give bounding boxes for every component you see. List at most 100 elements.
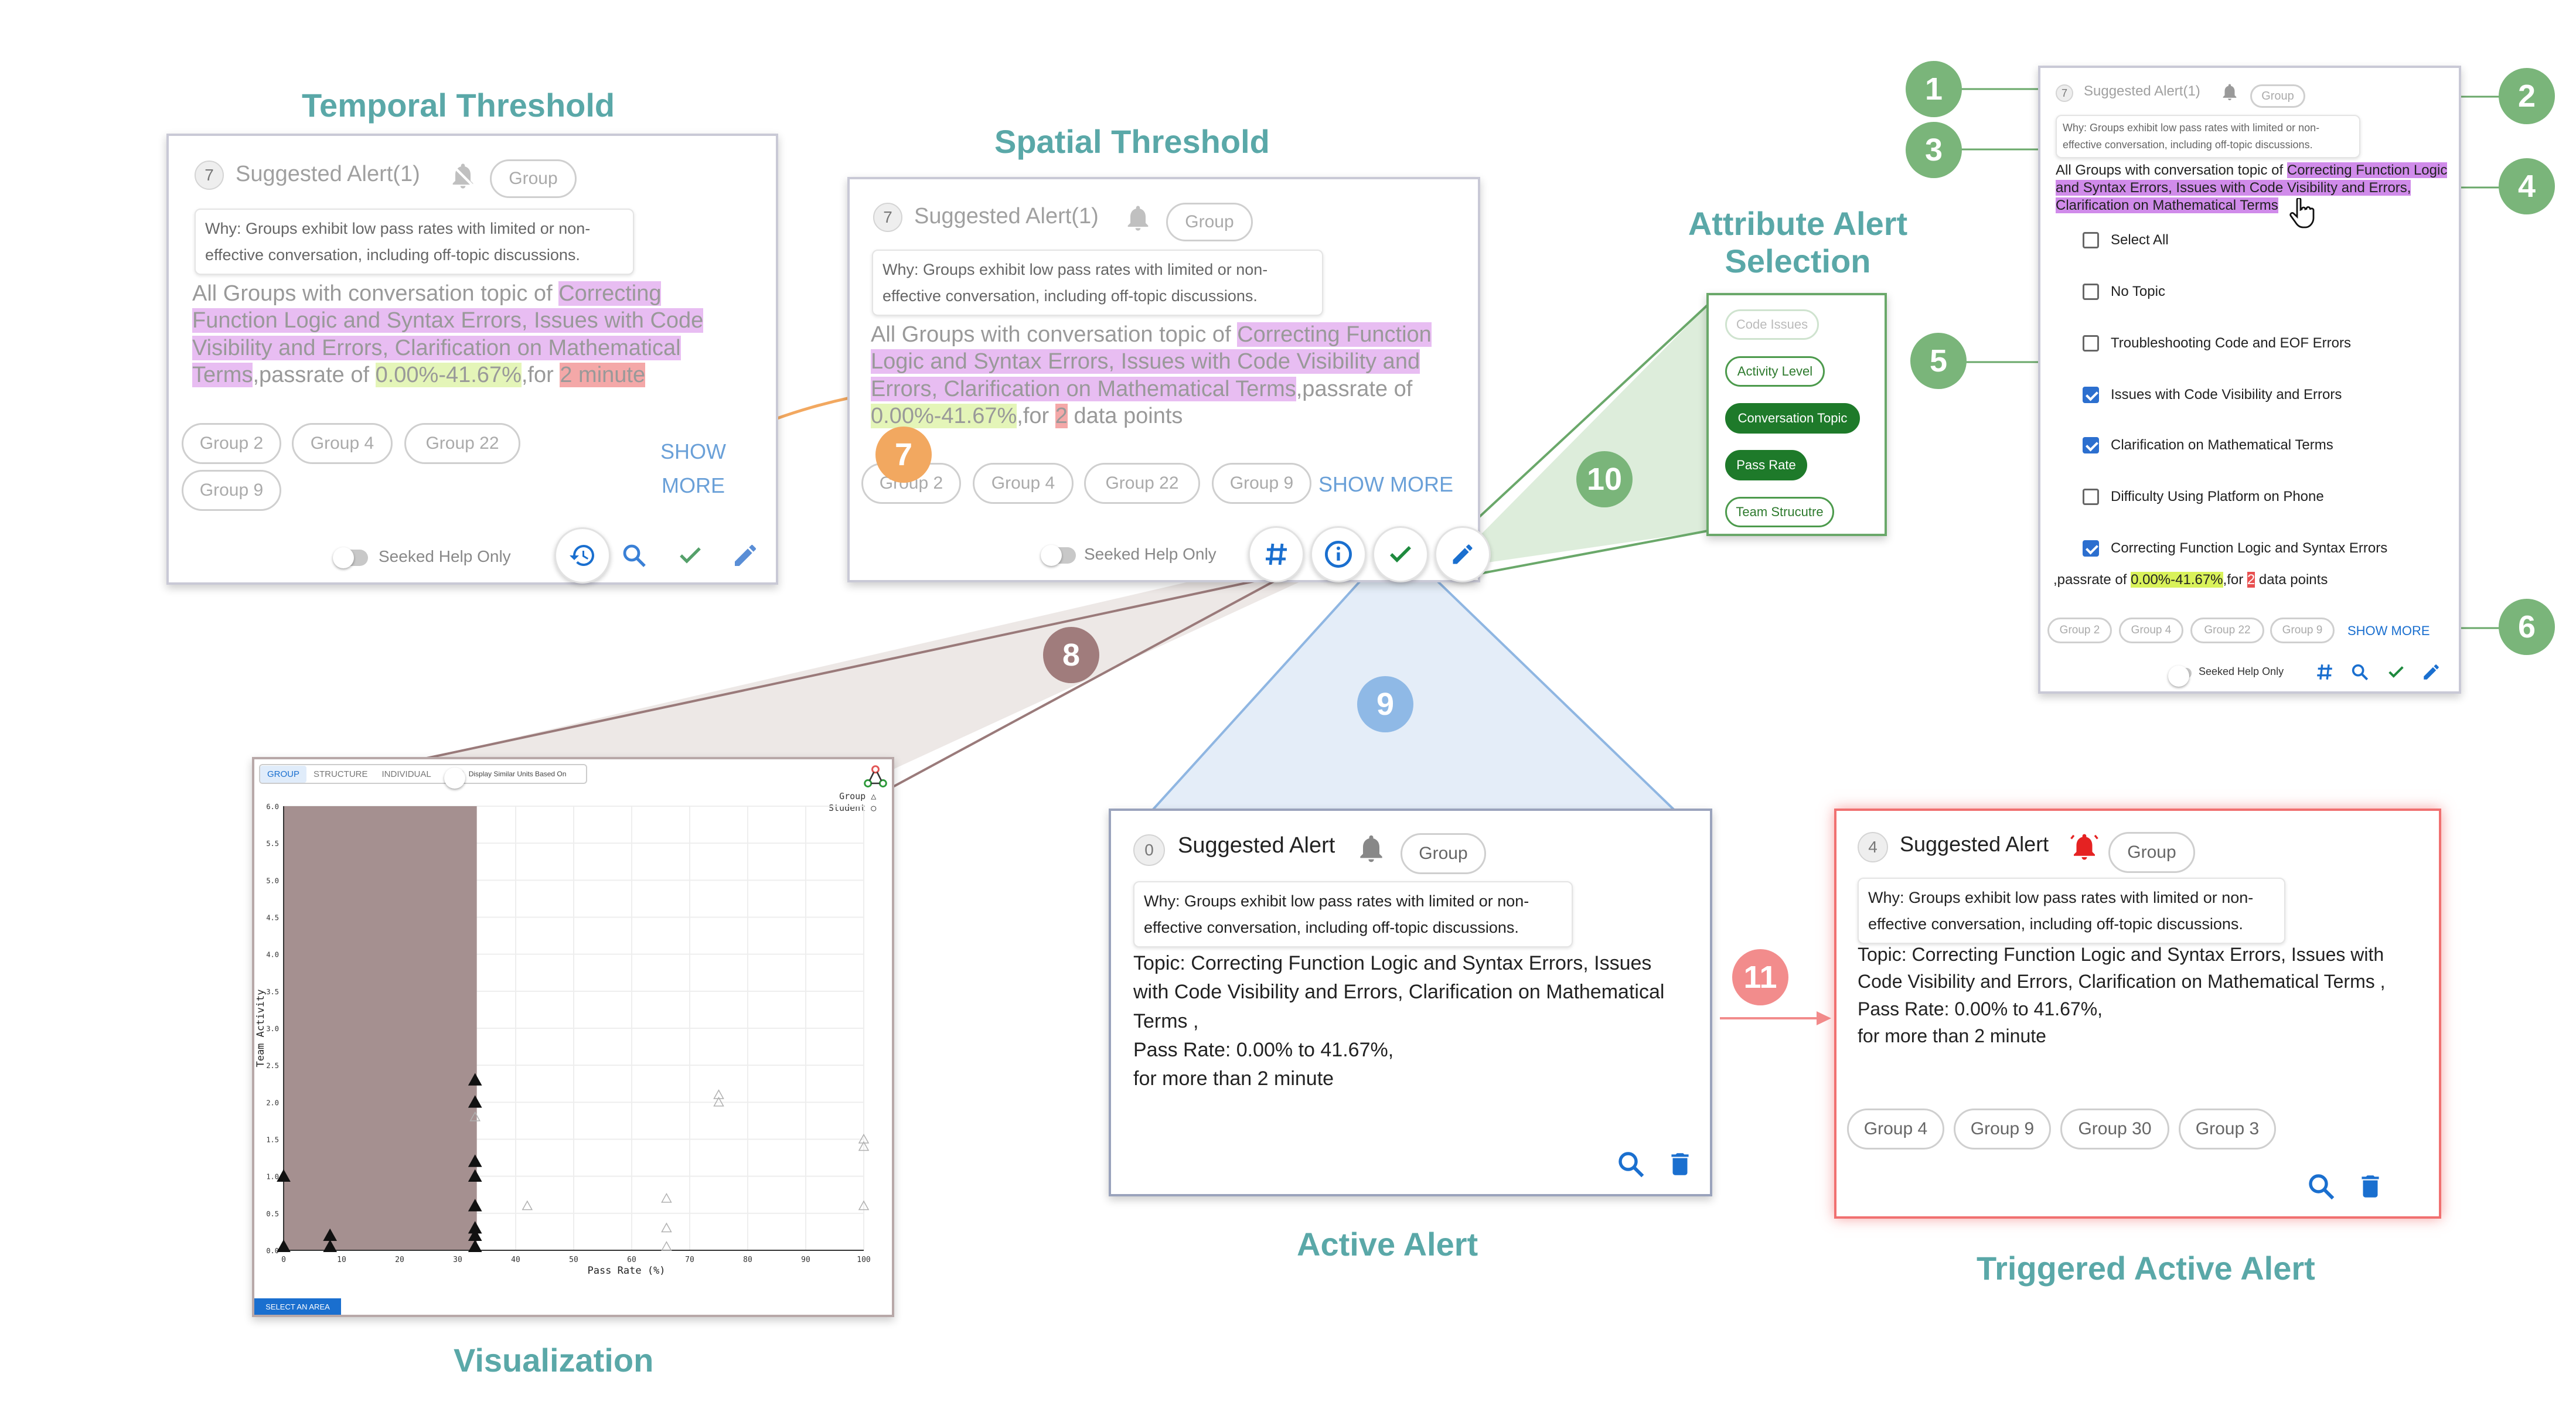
passrate-highlight[interactable]: 0.00%-41.67%: [375, 363, 522, 388]
edit-icon[interactable]: [1450, 541, 1476, 567]
group-chip[interactable]: Group 9: [1954, 1109, 2051, 1150]
y-tick-label: 4.5: [266, 914, 279, 922]
graph-settings-icon[interactable]: [863, 764, 888, 790]
group-chip[interactable]: Group 4: [1847, 1109, 1944, 1150]
group-chip[interactable]: Group 3: [2179, 1109, 2276, 1150]
threshold-value-highlight[interactable]: 2: [2247, 572, 2255, 588]
group-chip[interactable]: Group 22: [1084, 463, 1200, 504]
topic-checkbox[interactable]: [2083, 335, 2099, 352]
topic-checkbox[interactable]: [2083, 387, 2099, 403]
marker-5: 5: [1910, 333, 1967, 389]
hashtag-button-ring[interactable]: [1248, 526, 1304, 582]
trash-icon[interactable]: [2356, 1172, 2385, 1201]
group-chip[interactable]: Group 22: [2190, 618, 2264, 643]
y-tick-label: 1.0: [266, 1173, 279, 1181]
tab-structure[interactable]: STRUCTURE: [314, 769, 368, 779]
data-point: [323, 1239, 338, 1252]
show-more-link[interactable]: SHOW MORE: [2347, 623, 2430, 638]
group-badge[interactable]: Group: [490, 159, 577, 198]
topic-checkbox[interactable]: [2083, 284, 2099, 300]
search-icon[interactable]: [1615, 1148, 1647, 1180]
bell-icon: [450, 163, 476, 189]
passrate-highlight[interactable]: 0.00%-41.67%: [871, 404, 1017, 429]
group-chip[interactable]: Group 30: [2060, 1109, 2169, 1150]
bell-icon: [1360, 835, 1382, 862]
body-prefix: All Groups with conversation topic of: [2056, 162, 2287, 178]
tab-group[interactable]: GROUP: [260, 765, 307, 783]
group-badge[interactable]: Group: [1401, 833, 1486, 874]
group-chip[interactable]: Group 4: [2119, 618, 2183, 643]
data-point: [277, 1239, 291, 1252]
attribute-chip-team-structure[interactable]: Team Strucutre: [1725, 497, 1834, 527]
attribute-title-line2: Selection: [1725, 243, 1871, 280]
active-alert-title: Active Alert: [1297, 1226, 1478, 1263]
group-chip[interactable]: Group 9: [1212, 463, 1311, 504]
topic-checkbox[interactable]: [2083, 437, 2099, 453]
group-chip[interactable]: Group 9: [182, 470, 281, 511]
for-label: ,for: [1017, 404, 1055, 429]
y-tick-label: 1.5: [266, 1136, 279, 1144]
topic-checkbox[interactable]: [2083, 232, 2099, 248]
show-more-link[interactable]: SHOW MORE: [1318, 472, 1453, 496]
group-badge[interactable]: Group: [1166, 203, 1253, 241]
seeked-help-toggle[interactable]: [1041, 545, 1076, 566]
legend-group: Group △: [839, 791, 877, 802]
data-point: [522, 1200, 533, 1210]
data-point: [468, 1169, 482, 1182]
data-point: [468, 1154, 482, 1167]
info-icon[interactable]: [1323, 539, 1354, 569]
show-more-link[interactable]: SHOW MORE: [660, 439, 726, 497]
check-icon[interactable]: [1386, 540, 1415, 568]
attribute-chip-pass-rate[interactable]: Pass Rate: [1725, 450, 1807, 480]
hashtag-icon[interactable]: [1262, 540, 1290, 568]
attribute-chip-conversation-topic[interactable]: Conversation Topic: [1725, 403, 1860, 434]
threshold-value-highlight[interactable]: 2: [560, 363, 573, 388]
attribute-chip-code-issues[interactable]: Code Issues: [1725, 309, 1819, 340]
edit-icon[interactable]: [731, 541, 759, 569]
group-chip[interactable]: Group 4: [292, 423, 393, 464]
search-icon[interactable]: [620, 541, 648, 569]
passrate-line: ,passrate of 0.00%-41.67%,for 2 data poi…: [2053, 572, 2328, 588]
check-icon[interactable]: [676, 541, 704, 569]
data-point: [858, 1141, 870, 1151]
group-chip[interactable]: Group 2: [2047, 618, 2112, 643]
attribute-alert-title: Attribute Alert Selection: [1686, 205, 1909, 281]
threshold-value-highlight[interactable]: 2: [1055, 404, 1068, 429]
data-point: [713, 1096, 724, 1107]
group-chip[interactable]: Group 9: [2270, 618, 2335, 643]
y-tick-label: 3.5: [266, 988, 279, 996]
group-badge[interactable]: Group: [2108, 832, 2195, 873]
x-tick-label: 60: [627, 1256, 636, 1264]
group-chip[interactable]: Group 4: [973, 463, 1074, 504]
topic-option-label: Clarification on Mathematical Terms: [2111, 437, 2333, 453]
select-area-button[interactable]: SELECT AN AREA: [254, 1298, 341, 1315]
search-icon[interactable]: [2350, 662, 2370, 682]
group-badge[interactable]: Group: [2250, 84, 2305, 108]
seeked-help-toggle[interactable]: [2168, 666, 2192, 687]
seeked-help-toggle[interactable]: [333, 547, 368, 568]
search-icon[interactable]: [2305, 1171, 2337, 1202]
alert-details: Topic: Correcting Function Logic and Syn…: [1858, 941, 2414, 1050]
edit-icon[interactable]: [2421, 662, 2441, 682]
check-button-ring[interactable]: [1372, 526, 1429, 582]
group-chip[interactable]: Group 22: [404, 423, 520, 464]
topic-checkbox[interactable]: [2083, 489, 2099, 505]
x-tick-label: 20: [395, 1256, 404, 1264]
tab-individual[interactable]: INDIVIDUAL: [381, 769, 431, 779]
topic-checkbox[interactable]: [2083, 540, 2099, 557]
history-icon[interactable]: [568, 541, 597, 569]
x-tick-label: 30: [453, 1256, 462, 1264]
hashtag-icon[interactable]: [2315, 662, 2335, 682]
group-chip[interactable]: Group 2: [182, 423, 281, 464]
temporal-alert-card: 7 Suggested Alert(1) Group Why: Groups e…: [166, 134, 778, 585]
topic-option-label: Correcting Function Logic and Syntax Err…: [2111, 540, 2388, 556]
similar-units-toggle[interactable]: [444, 768, 465, 789]
threshold-unit-highlight[interactable]: minute: [572, 363, 646, 388]
attribute-chip-activity-level[interactable]: Activity Level: [1725, 356, 1825, 387]
check-icon[interactable]: [2386, 662, 2406, 682]
group-chip[interactable]: Group 2: [861, 463, 961, 504]
trash-icon[interactable]: [1665, 1150, 1695, 1179]
passrate-highlight[interactable]: 0.00%-41.67%: [2131, 572, 2223, 588]
cursor-icon: [2289, 198, 2315, 228]
